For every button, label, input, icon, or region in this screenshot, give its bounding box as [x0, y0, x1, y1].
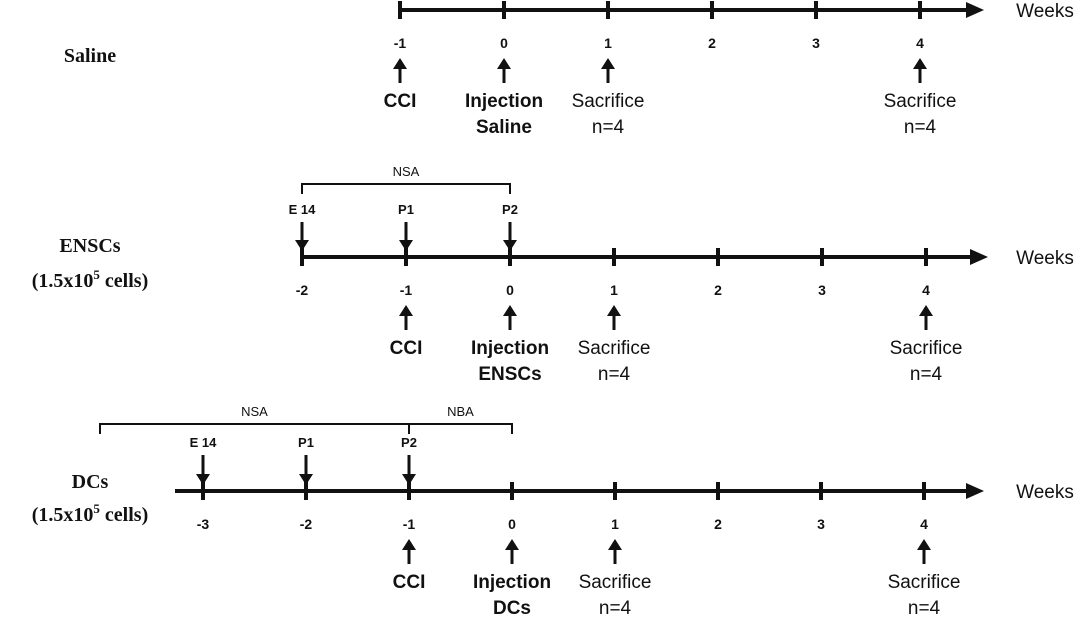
- tick-label: 4: [916, 35, 924, 51]
- tick-label: -1: [403, 516, 416, 532]
- group-label: Saline: [64, 45, 116, 67]
- down-arrow-icon: [299, 455, 313, 485]
- up-arrow-icon: [402, 539, 416, 564]
- bracket-nsa: NSA: [99, 404, 410, 434]
- event-label: n=4: [599, 598, 632, 619]
- stage-label: P1: [298, 435, 314, 450]
- event-label: n=4: [910, 364, 943, 385]
- tick-label: 0: [500, 35, 508, 51]
- up-arrow-icon: [913, 58, 927, 83]
- axis-arrowhead: [966, 2, 984, 18]
- axis-unit-label: Weeks: [1016, 1, 1074, 22]
- event-label: Injection: [471, 338, 549, 359]
- up-arrow-icon: [393, 58, 407, 83]
- stage-label: E 14: [190, 435, 218, 450]
- group-sublabel: (1.5x105 cells): [32, 501, 148, 526]
- event-label: Sacrifice: [890, 338, 963, 359]
- event-label: DCs: [493, 598, 531, 619]
- bracket-label: NSA: [393, 164, 420, 179]
- event-label: Sacrifice: [578, 338, 651, 359]
- up-arrow-icon: [607, 305, 621, 330]
- tick-label: 2: [708, 35, 716, 51]
- group-sublabel: (1.5x105 cells): [32, 267, 148, 292]
- event-label: n=4: [908, 598, 941, 619]
- up-arrow-icon: [608, 539, 622, 564]
- bracket-label: NBA: [447, 404, 474, 419]
- bracket-nba: NBA: [408, 404, 513, 434]
- event-label: n=4: [904, 117, 937, 138]
- down-arrow-icon: [399, 222, 413, 251]
- tick-label: 1: [610, 282, 618, 298]
- tick-label: 4: [922, 282, 930, 298]
- tick-label: -1: [394, 35, 407, 51]
- tick-label: -3: [197, 516, 210, 532]
- down-arrow-icon: [196, 455, 210, 485]
- up-arrow-icon: [497, 58, 511, 83]
- tick-label: 1: [611, 516, 619, 532]
- event-label: CCI: [390, 338, 423, 359]
- event-label: Injection: [473, 572, 551, 593]
- event-label: Saline: [476, 117, 532, 138]
- axis-arrowhead: [970, 249, 988, 265]
- down-arrow-icon: [295, 222, 309, 251]
- group-label: ENSCs: [59, 235, 120, 257]
- tick-label: 2: [714, 282, 722, 298]
- tick-label: 3: [818, 282, 826, 298]
- axis-unit-label: Weeks: [1016, 482, 1074, 503]
- stage-label: P2: [502, 202, 518, 217]
- event-label: Sacrifice: [572, 91, 645, 112]
- bracket-label: NSA: [241, 404, 268, 419]
- event-label: CCI: [384, 91, 417, 112]
- axis-unit-label: Weeks: [1016, 248, 1074, 269]
- up-arrow-icon: [503, 305, 517, 330]
- tick-label: 3: [817, 516, 825, 532]
- group-label: DCs: [72, 471, 109, 493]
- bracket-nsa: NSA: [301, 164, 511, 194]
- tick-label: 4: [920, 516, 928, 532]
- tick-label: 2: [714, 516, 722, 532]
- tick-label: -2: [296, 282, 309, 298]
- event-label: CCI: [393, 572, 426, 593]
- event-label: ENSCs: [478, 364, 541, 385]
- down-arrow-icon: [503, 222, 517, 251]
- down-arrow-icon: [402, 455, 416, 485]
- stage-label: P2: [401, 435, 417, 450]
- up-arrow-icon: [917, 539, 931, 564]
- stage-label: E 14: [289, 202, 317, 217]
- stage-label: P1: [398, 202, 414, 217]
- tick-label: 0: [506, 282, 514, 298]
- axis-arrowhead: [966, 483, 984, 499]
- event-label: n=4: [598, 364, 631, 385]
- up-arrow-icon: [601, 58, 615, 83]
- event-label: Sacrifice: [579, 572, 652, 593]
- tick-label: -2: [300, 516, 313, 532]
- up-arrow-icon: [919, 305, 933, 330]
- timeline-enscs: ENSCs (1.5x105 cells) Weeks -2 -1 0 1 2 3 4 NSA E 1…: [32, 164, 1074, 385]
- up-arrow-icon: [399, 305, 413, 330]
- event-label: Sacrifice: [884, 91, 957, 112]
- timeline-dcs: DCs (1.5x105 cells) Weeks -3 -2 -1 0 1 2 3 4 NSA NBA…: [32, 404, 1074, 619]
- up-arrow-icon: [505, 539, 519, 564]
- event-label: Sacrifice: [888, 572, 961, 593]
- event-label: n=4: [592, 117, 625, 138]
- tick-label: -1: [400, 282, 413, 298]
- tick-label: 1: [604, 35, 612, 51]
- event-label: Injection: [465, 91, 543, 112]
- tick-label: 0: [508, 516, 516, 532]
- tick-label: 3: [812, 35, 820, 51]
